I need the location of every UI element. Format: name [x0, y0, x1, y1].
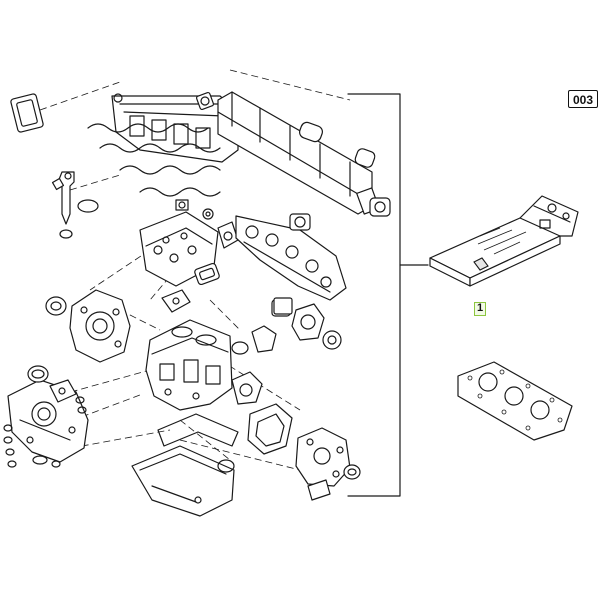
gasket-kit-box	[429, 195, 579, 287]
oil-cooler-gasket	[49, 379, 77, 403]
oil-pan-gasket	[157, 413, 239, 473]
cover-gasket	[10, 93, 44, 133]
intake-port-gaskets	[87, 123, 221, 197]
exhaust-rail	[217, 91, 380, 215]
head-side-gaskets	[194, 221, 239, 286]
flange-gasket-small	[195, 91, 215, 111]
block-cover	[161, 289, 191, 313]
exhaust-flange-gaskets	[299, 121, 391, 217]
seal-ring-left	[45, 296, 67, 316]
water-pump-gasket	[231, 371, 263, 405]
pump-gasket-small	[307, 479, 331, 501]
exhaust-manifold	[235, 215, 347, 301]
cylinder-head	[139, 199, 219, 287]
oil-seal-ring	[27, 365, 49, 383]
oil-pump-body	[295, 427, 351, 487]
front-cover-gasket	[247, 403, 293, 455]
o-rings-column	[3, 396, 87, 468]
oil-pan	[131, 445, 235, 517]
page-code-label: 003	[568, 90, 598, 108]
thermostat-housing	[231, 297, 342, 355]
oil-cooler-housing	[7, 379, 89, 463]
pump-seal	[343, 464, 361, 480]
engine-block	[145, 319, 233, 411]
gear-housing	[69, 289, 131, 363]
cylinder-head-gasket	[457, 361, 573, 441]
callout-item-1[interactable]: 1	[474, 302, 486, 316]
injector	[51, 171, 99, 239]
grouping-bracket	[347, 93, 429, 497]
